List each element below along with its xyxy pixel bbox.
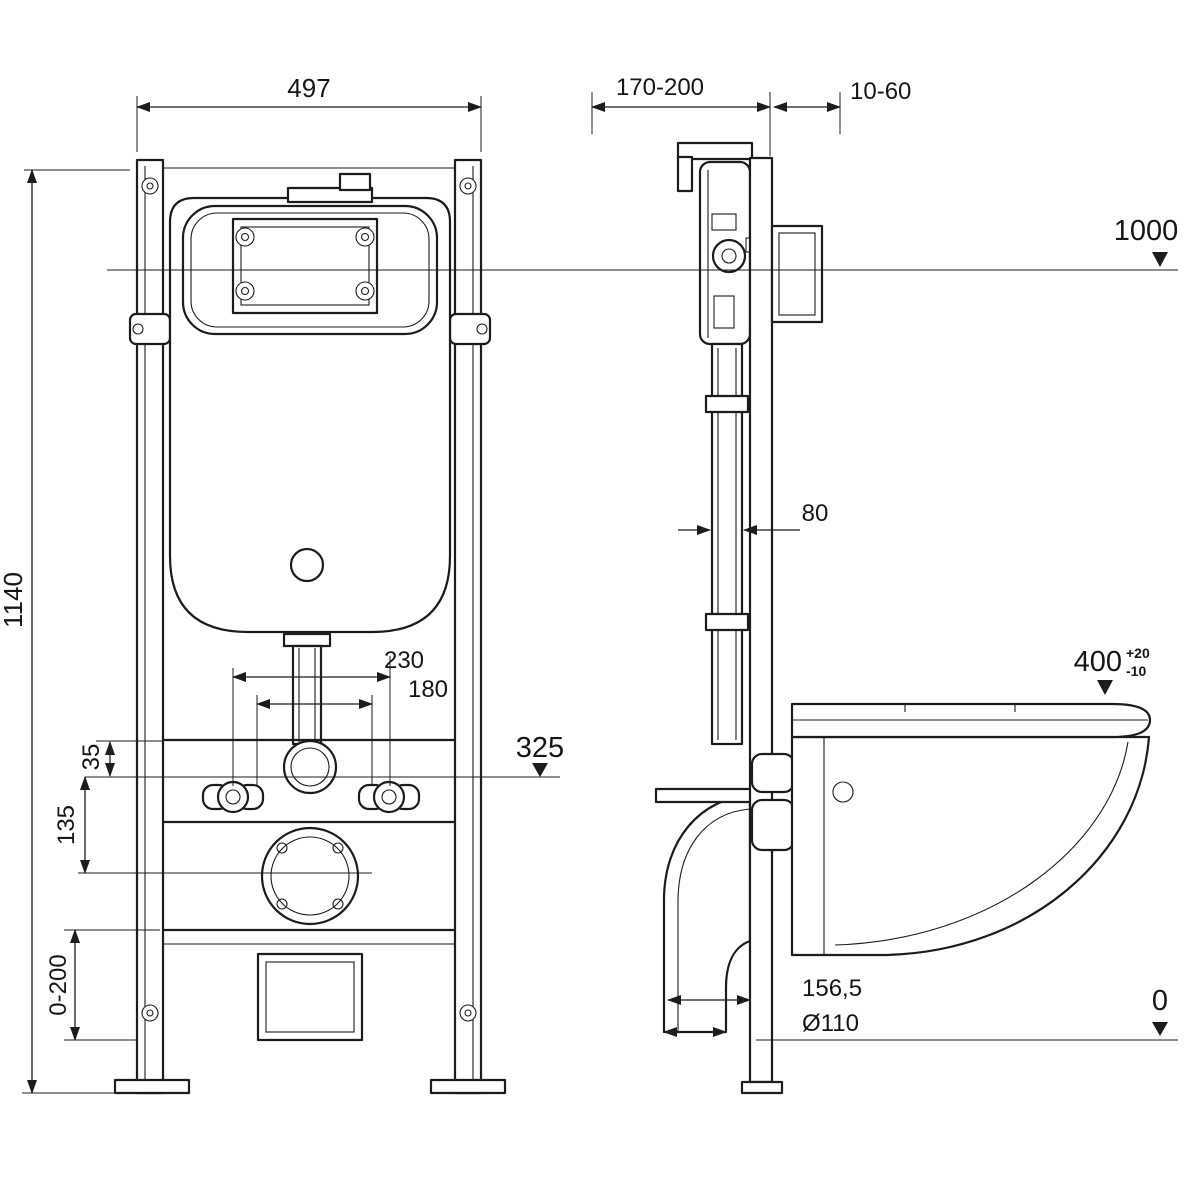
- pipe-coupling-upper: [704, 394, 750, 414]
- bowl-body: [790, 735, 1151, 957]
- dim-bolt-span-outer: 230: [384, 647, 424, 674]
- drain-elbow: [662, 793, 752, 1034]
- water-inlet: [282, 739, 338, 795]
- front-view: [113, 158, 507, 1095]
- dim-foot-range: 0-200: [45, 954, 72, 1015]
- frame-rail-left: [135, 158, 165, 1095]
- wall-bracket-left: [128, 312, 172, 346]
- toilet-bowl: [790, 702, 1152, 957]
- flush-stub: [750, 752, 796, 794]
- filler-tab-small: [338, 172, 372, 192]
- dim-bowl-height: 400: [1074, 646, 1122, 678]
- support-shelf: [654, 787, 754, 804]
- panel-bolts: [235, 227, 375, 301]
- dim-offset-135: 135: [53, 805, 80, 845]
- dim-bowl-tol-minus: -10: [1126, 663, 1146, 679]
- reference-lines: [78, 269, 1178, 1041]
- flush-pipe: [291, 644, 323, 746]
- level-marker-1000: [1152, 252, 1168, 267]
- level-marker-325: [532, 763, 548, 777]
- dim-pipe-offset: 80: [802, 500, 829, 527]
- foot-plate-right: [429, 1078, 507, 1095]
- level-label-0: 0: [1152, 985, 1168, 1017]
- dimensions: 497 1140 230 180 35 135 0-200 325: [0, 73, 1179, 1094]
- dim-drain-offset: 156,5: [802, 975, 862, 1002]
- dim-offset-35: 35: [78, 744, 105, 771]
- level-label-1000: 1000: [1114, 215, 1179, 247]
- wall-bracket-right: [448, 312, 492, 346]
- filler-tab: [286, 186, 374, 204]
- dim-bowl-tol-plus: +20: [1126, 645, 1150, 661]
- flush-plate-box: [770, 224, 824, 324]
- frame-rail-right: [453, 158, 483, 1095]
- side-view: [654, 141, 1152, 1095]
- wall-hanger: [676, 141, 754, 161]
- level-marker-400: [1097, 680, 1113, 695]
- fixing-stud-left: [201, 780, 265, 814]
- level-label-325: 325: [516, 732, 564, 764]
- dim-front-width: 497: [287, 73, 330, 103]
- dim-depth-range: 170-200: [616, 74, 704, 101]
- drain-outlet: [260, 826, 360, 926]
- dim-wall-gap: 10-60: [850, 78, 911, 105]
- waste-stub: [750, 798, 796, 852]
- rail-bolts: [141, 177, 477, 1022]
- flush-pipe-flange: [282, 632, 332, 648]
- flush-valve-cap: [289, 547, 325, 583]
- level-marker-0: [1152, 1022, 1168, 1036]
- access-panel: [231, 217, 379, 315]
- dim-bolt-span-inner: 180: [408, 676, 448, 703]
- dim-drain-diameter: Ø110: [802, 1010, 859, 1037]
- fixing-stud-right: [357, 780, 421, 814]
- dim-front-height: 1140: [0, 572, 28, 628]
- frame-profile-side: [748, 156, 774, 1084]
- drain-bend-housing: [256, 952, 364, 1042]
- pipe-coupling-lower: [704, 612, 750, 632]
- foot-side: [740, 1080, 784, 1095]
- foot-plate-left: [113, 1078, 191, 1095]
